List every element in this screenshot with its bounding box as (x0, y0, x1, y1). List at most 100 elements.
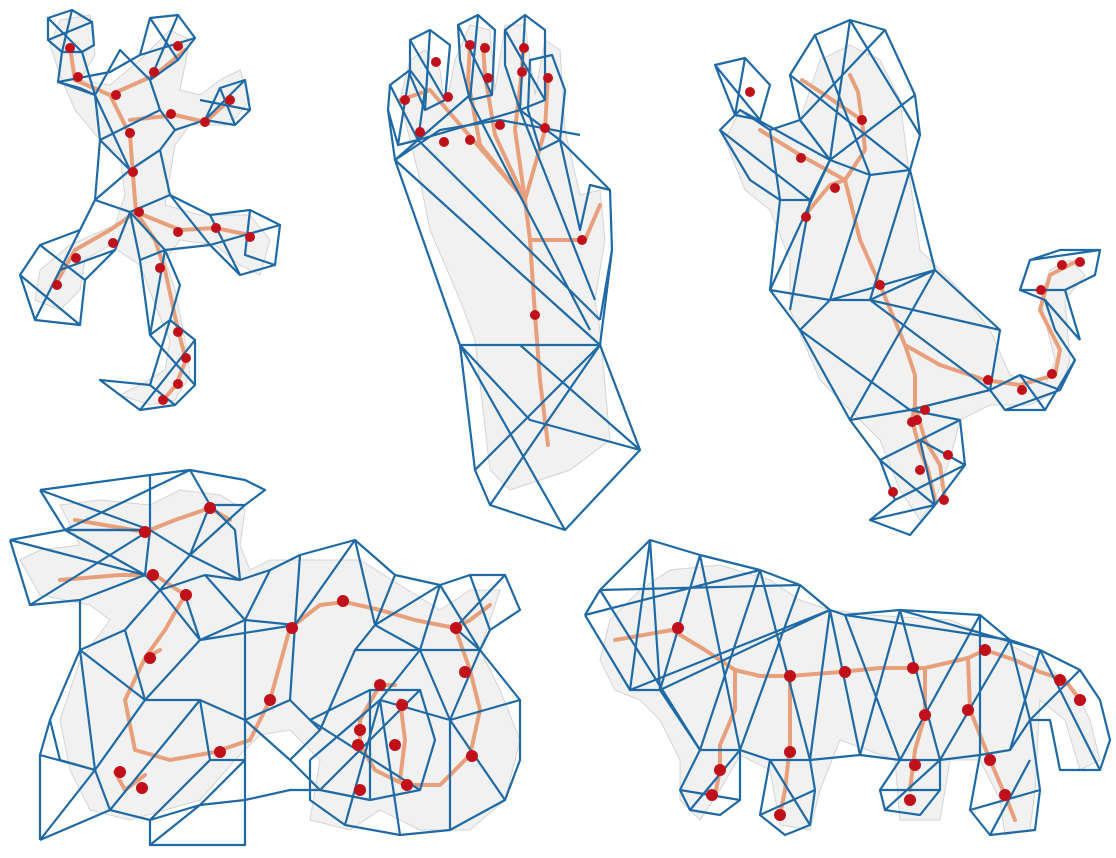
joint-marker (139, 526, 151, 538)
joint-marker (904, 794, 916, 806)
joint-marker (907, 417, 917, 427)
joint-marker (939, 495, 949, 505)
joint-marker (983, 375, 993, 385)
joint-marker (984, 754, 996, 766)
hand-model (388, 15, 640, 530)
joint-marker (389, 739, 401, 751)
joint-marker (155, 263, 165, 273)
joint-marker (180, 589, 192, 601)
joint-marker (784, 746, 796, 758)
joint-marker (354, 724, 366, 736)
joint-marker (352, 739, 364, 751)
joint-marker (65, 43, 75, 53)
joint-marker (173, 379, 183, 389)
joint-marker (111, 90, 121, 100)
joint-marker (214, 746, 226, 758)
joint-marker (1017, 385, 1027, 395)
joint-marker (999, 789, 1011, 801)
joint-marker (943, 450, 953, 460)
joint-marker (517, 67, 527, 77)
joint-marker (979, 644, 991, 656)
joint-marker (443, 92, 453, 102)
joint-marker (166, 109, 176, 119)
joint-marker (439, 137, 449, 147)
joint-marker (495, 120, 505, 130)
joint-marker (125, 128, 135, 138)
joint-marker (962, 704, 974, 716)
joint-marker (200, 117, 210, 127)
joint-marker (909, 759, 921, 771)
joint-marker (543, 73, 553, 83)
joint-marker (264, 694, 276, 706)
joint-marker (530, 310, 540, 320)
joint-marker (450, 622, 462, 634)
joint-marker (875, 280, 885, 290)
joint-marker (459, 666, 471, 678)
joint-marker (1057, 260, 1067, 270)
joint-marker (1036, 285, 1046, 295)
joint-marker (396, 699, 408, 711)
joint-marker (796, 153, 806, 163)
joint-marker (415, 127, 425, 137)
joint-marker (1074, 694, 1086, 706)
joint-marker (108, 238, 118, 248)
joint-marker (204, 502, 216, 514)
gecko-model (20, 10, 280, 410)
joint-marker (245, 232, 255, 242)
joint-marker (907, 662, 919, 674)
joint-marker (136, 782, 148, 794)
joint-marker (134, 207, 144, 217)
joint-marker (128, 167, 138, 177)
joint-marker (401, 779, 413, 791)
joint-marker (465, 135, 475, 145)
joint-marker (1047, 369, 1057, 379)
joint-marker (114, 766, 126, 778)
joint-marker (540, 123, 550, 133)
joint-marker (173, 41, 183, 51)
joint-marker (1054, 674, 1066, 686)
joint-marker (577, 235, 587, 245)
joint-marker (774, 809, 786, 821)
joint-marker (374, 679, 386, 691)
joint-marker (144, 652, 156, 664)
joint-marker (801, 212, 811, 222)
joint-marker (888, 487, 898, 497)
joint-marker (857, 115, 867, 125)
joint-marker (173, 227, 183, 237)
joint-marker (919, 709, 931, 721)
joint-marker (714, 764, 726, 776)
joint-marker (286, 622, 298, 634)
joint-marker (784, 670, 796, 682)
joint-marker (173, 327, 183, 337)
joint-marker (465, 40, 475, 50)
joint-marker (920, 405, 930, 415)
joint-marker (400, 95, 410, 105)
joint-marker (158, 395, 168, 405)
joint-marker (839, 666, 851, 678)
joint-marker (745, 87, 755, 97)
cat-mesh (725, 45, 1085, 520)
joint-marker (181, 353, 191, 363)
joint-marker (915, 465, 925, 475)
joint-marker (483, 73, 493, 83)
joint-marker (337, 595, 349, 607)
joint-marker (149, 67, 159, 77)
cat-model (715, 20, 1100, 535)
dragon-model (10, 470, 520, 845)
joint-marker (519, 43, 529, 53)
joint-marker (73, 72, 83, 82)
joint-marker (354, 784, 366, 796)
joint-marker (431, 57, 441, 67)
joint-marker (71, 253, 81, 263)
joint-marker (830, 183, 840, 193)
lion-model (585, 540, 1110, 835)
joint-marker (211, 223, 221, 233)
joint-marker (706, 789, 718, 801)
joint-marker (1075, 257, 1085, 267)
joint-marker (480, 43, 490, 53)
joint-marker (52, 280, 62, 290)
joint-marker (672, 622, 684, 634)
joint-marker (466, 750, 478, 762)
